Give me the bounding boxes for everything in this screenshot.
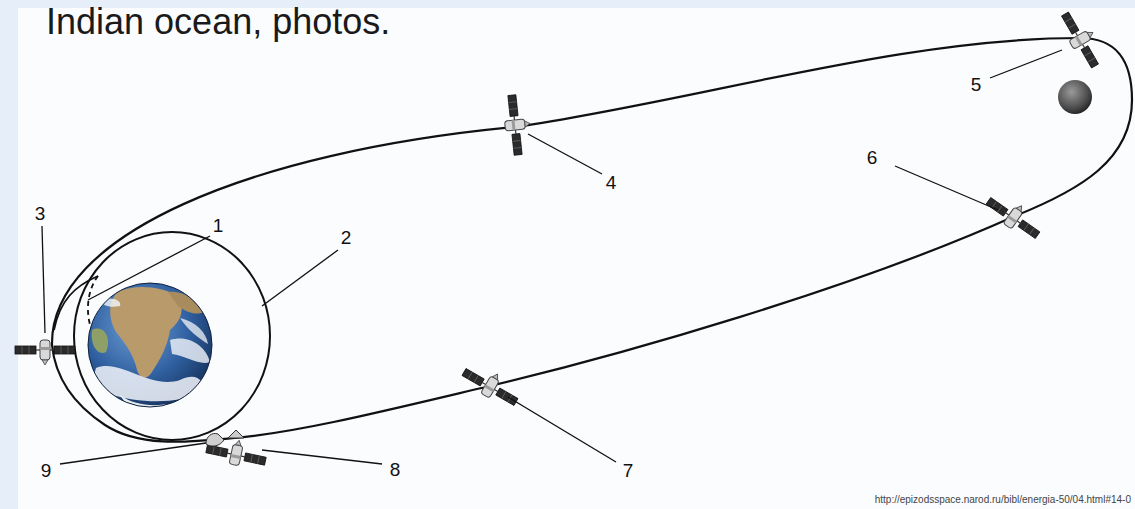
spacecraft-4 xyxy=(502,94,533,156)
source-url: http://epizodsspace.narod.ru/bibl/energi… xyxy=(875,494,1131,505)
moon xyxy=(1058,80,1092,114)
flyby-trajectory xyxy=(52,38,1132,442)
callout-number: 5 xyxy=(971,75,982,96)
callout-number: 4 xyxy=(606,173,617,194)
slide-title-fragment: Indian ocean, photos. xyxy=(46,2,390,42)
reentry-capsule xyxy=(206,433,224,446)
spacecraft-3 xyxy=(15,340,75,365)
callout-number: 7 xyxy=(623,461,634,482)
callout-number: 8 xyxy=(390,460,401,481)
spacecraft-7 xyxy=(459,359,523,411)
earth xyxy=(88,283,212,411)
callout-number: 2 xyxy=(341,228,352,249)
earth-orbit xyxy=(74,232,270,440)
leader-lines xyxy=(42,50,1062,464)
ascent-trajectory xyxy=(54,276,98,330)
callout-number: 1 xyxy=(213,216,224,237)
callout-number: 9 xyxy=(41,461,52,482)
picture-ground xyxy=(18,8,1135,509)
spacecraft-6 xyxy=(983,189,1046,244)
descent-capsule xyxy=(228,430,244,438)
spacecraft-8 xyxy=(205,434,269,471)
callout-number: 3 xyxy=(35,204,46,225)
spacecraft-5 xyxy=(1056,7,1108,71)
callout-number: 6 xyxy=(867,148,878,169)
